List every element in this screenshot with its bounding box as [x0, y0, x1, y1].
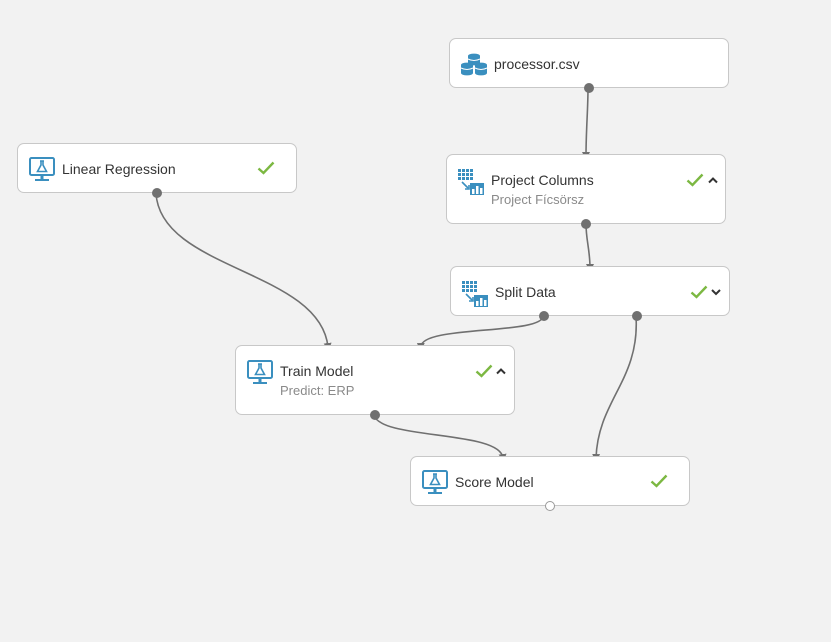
chevron-up-icon[interactable] — [495, 366, 507, 376]
model-icon — [422, 470, 448, 494]
check-icon — [650, 474, 668, 488]
module-train-model[interactable]: Train Model Predict: ERP — [235, 345, 515, 420]
output-port[interactable] — [581, 219, 591, 229]
data-transform-icon — [462, 281, 488, 307]
check-icon — [686, 173, 704, 187]
model-icon — [247, 360, 273, 384]
module-processor-csv[interactable]: processor.csv — [449, 38, 729, 93]
module-score-model[interactable]: Score Model — [410, 456, 690, 511]
dataset-icon — [460, 53, 488, 76]
output-port[interactable] — [370, 410, 380, 420]
edge-linear-regression-to-train-model[interactable] — [155, 192, 332, 351]
module-title: processor.csv — [494, 56, 580, 72]
output-port-2[interactable] — [632, 311, 642, 321]
module-title: Linear Regression — [62, 161, 176, 177]
module-linear-regression[interactable]: Linear Regression — [17, 143, 297, 198]
module-title: Project Columns — [491, 172, 594, 188]
output-port-1[interactable] — [539, 311, 549, 321]
output-port[interactable] — [152, 188, 162, 198]
output-port[interactable] — [584, 83, 594, 93]
chevron-down-icon[interactable] — [710, 287, 722, 297]
module-title: Split Data — [495, 284, 556, 300]
module-subtitle: Predict: ERP — [280, 383, 355, 398]
check-icon — [257, 161, 275, 175]
module-title: Train Model — [280, 363, 354, 379]
model-icon — [29, 157, 55, 181]
module-subtitle: Project Fícsörsz — [491, 192, 585, 207]
edge-processor-to-project-columns[interactable] — [582, 87, 591, 160]
module-title: Score Model — [455, 474, 534, 490]
data-transform-icon — [458, 169, 484, 195]
check-icon — [475, 364, 493, 378]
check-icon — [690, 285, 708, 299]
edge-split-data-to-train-model[interactable] — [416, 315, 544, 351]
module-split-data[interactable]: Split Data — [450, 266, 730, 321]
edge-train-model-to-score-model[interactable] — [373, 414, 507, 462]
module-project-columns[interactable]: Project Columns Project Fícsörsz — [446, 154, 726, 229]
output-port[interactable] — [545, 501, 555, 511]
edge-split-data-to-score-model[interactable] — [592, 315, 637, 462]
edge-project-columns-to-split-data[interactable] — [585, 223, 594, 272]
chevron-up-icon[interactable] — [707, 175, 719, 185]
